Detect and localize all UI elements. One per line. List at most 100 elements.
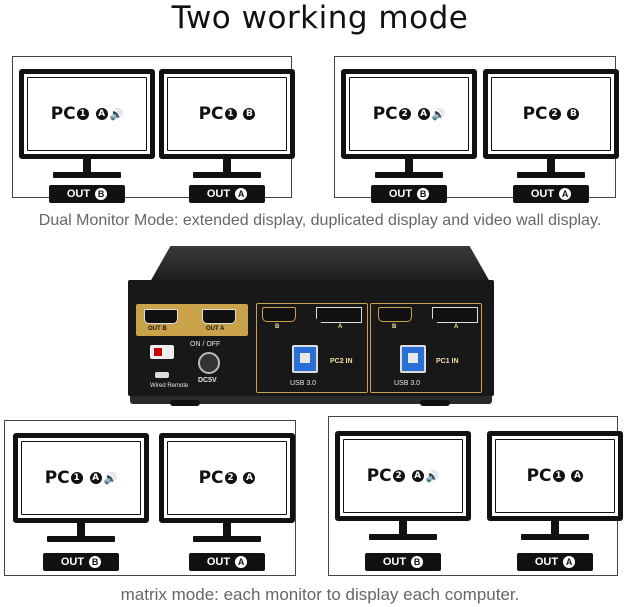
monitor-stand bbox=[77, 523, 85, 537]
device-top bbox=[150, 246, 490, 282]
pc-number-badge: 1 bbox=[224, 108, 237, 120]
pc-label: PC bbox=[44, 468, 70, 488]
displayport-pc1-a bbox=[432, 307, 478, 323]
port-badge: B bbox=[243, 108, 256, 120]
monitor-base bbox=[193, 172, 261, 178]
out-badge: OUT A bbox=[189, 185, 265, 203]
speaker-icon: 🔊 bbox=[109, 107, 124, 121]
pc1-in-label: PC1 IN bbox=[436, 358, 459, 365]
device-foot bbox=[170, 400, 200, 406]
port-badge: A bbox=[411, 470, 424, 482]
monitor-stand bbox=[223, 523, 231, 537]
out-port-badge: B bbox=[417, 188, 430, 201]
monitor-base bbox=[47, 536, 115, 542]
monitor-base bbox=[517, 172, 585, 178]
out-port-badge: B bbox=[95, 188, 108, 201]
pc2-input-panel bbox=[256, 303, 368, 393]
speaker-icon: 🔊 bbox=[103, 471, 118, 485]
out-port-badge: B bbox=[89, 556, 102, 569]
speaker-icon: 🔊 bbox=[431, 107, 446, 121]
pc-label: PC bbox=[372, 104, 398, 124]
out-port-badge: A bbox=[563, 556, 576, 569]
out-port-badge: B bbox=[411, 556, 424, 569]
port-badge: A bbox=[571, 470, 584, 482]
usb-port-pc1 bbox=[400, 345, 426, 373]
wired-remote-label: Wired Remote bbox=[150, 383, 189, 389]
out-badge: OUT B bbox=[43, 553, 119, 571]
pc-number-badge: 1 bbox=[76, 108, 89, 120]
port-a-label: A bbox=[454, 324, 459, 330]
displayport-pc2-a bbox=[316, 307, 362, 323]
speaker-icon: 🔊 bbox=[425, 469, 440, 483]
usb-left-label: USB 3.0 bbox=[290, 380, 317, 387]
power-switch bbox=[150, 345, 174, 359]
monitor-stand bbox=[223, 159, 231, 173]
usb-right-label: USB 3.0 bbox=[394, 380, 421, 387]
on-off-label: ON / OFF bbox=[190, 341, 221, 348]
out-b-label: OUT B bbox=[148, 326, 167, 332]
pc-label: PC bbox=[198, 104, 224, 124]
dc-power-jack bbox=[198, 352, 220, 374]
out-port-badge: A bbox=[559, 188, 572, 201]
out-badge: OUT A bbox=[517, 553, 593, 571]
hdmi-port-pc1-b bbox=[378, 307, 412, 322]
matrix-mode-caption: matrix mode: each monitor to display eac… bbox=[120, 585, 520, 604]
pc-label: PC bbox=[198, 468, 224, 488]
port-a-label: A bbox=[338, 324, 343, 330]
out-badge: OUT A bbox=[189, 553, 265, 571]
pc-number-badge: 1 bbox=[70, 472, 83, 484]
pc-number-badge: 2 bbox=[548, 108, 561, 120]
port-badge: B bbox=[567, 108, 580, 120]
out-port-badge: A bbox=[235, 556, 248, 569]
pc-label: PC bbox=[366, 466, 392, 486]
monitor-stand bbox=[399, 521, 407, 535]
port-badge: A bbox=[89, 472, 102, 484]
monitor-base bbox=[369, 534, 437, 540]
dc5v-label: DC5V bbox=[198, 377, 217, 384]
out-badge: OUT B bbox=[49, 185, 125, 203]
monitor-stand bbox=[547, 159, 555, 173]
device-foot bbox=[420, 400, 450, 406]
port-badge: A bbox=[243, 472, 256, 484]
device-rear-panel bbox=[128, 280, 494, 396]
page-title: Two working mode bbox=[171, 0, 469, 36]
pc-number-badge: 2 bbox=[392, 470, 405, 482]
pc-label: PC bbox=[522, 104, 548, 124]
monitor-stand bbox=[83, 159, 91, 173]
pc-number-badge: 2 bbox=[398, 108, 411, 120]
monitor-stand bbox=[551, 521, 559, 535]
port-b-label: B bbox=[275, 324, 280, 330]
pc2-in-label: PC2 IN bbox=[330, 358, 353, 365]
monitor-base bbox=[521, 534, 589, 540]
pc1-input-panel bbox=[370, 303, 482, 393]
pc-label: PC bbox=[50, 104, 76, 124]
hdmi-port-out-a bbox=[202, 309, 236, 324]
out-badge: OUT B bbox=[371, 185, 447, 203]
out-a-label: OUT A bbox=[206, 326, 225, 332]
port-badge: A bbox=[95, 108, 108, 120]
monitor-base bbox=[193, 536, 261, 542]
hdmi-port-pc2-b bbox=[262, 307, 296, 322]
hdmi-port-out-b bbox=[144, 309, 178, 324]
dual-mode-caption: Dual Monitor Mode: extended display, dup… bbox=[38, 212, 602, 229]
port-b-label: B bbox=[392, 324, 397, 330]
port-badge: A bbox=[417, 108, 430, 120]
monitor-base bbox=[53, 172, 121, 178]
pc-number-badge: 1 bbox=[552, 470, 565, 482]
out-port-badge: A bbox=[235, 188, 248, 201]
monitor-stand bbox=[405, 159, 413, 173]
monitor-base bbox=[375, 172, 443, 178]
usb-port-pc2 bbox=[292, 345, 318, 373]
pc-number-badge: 2 bbox=[224, 472, 237, 484]
